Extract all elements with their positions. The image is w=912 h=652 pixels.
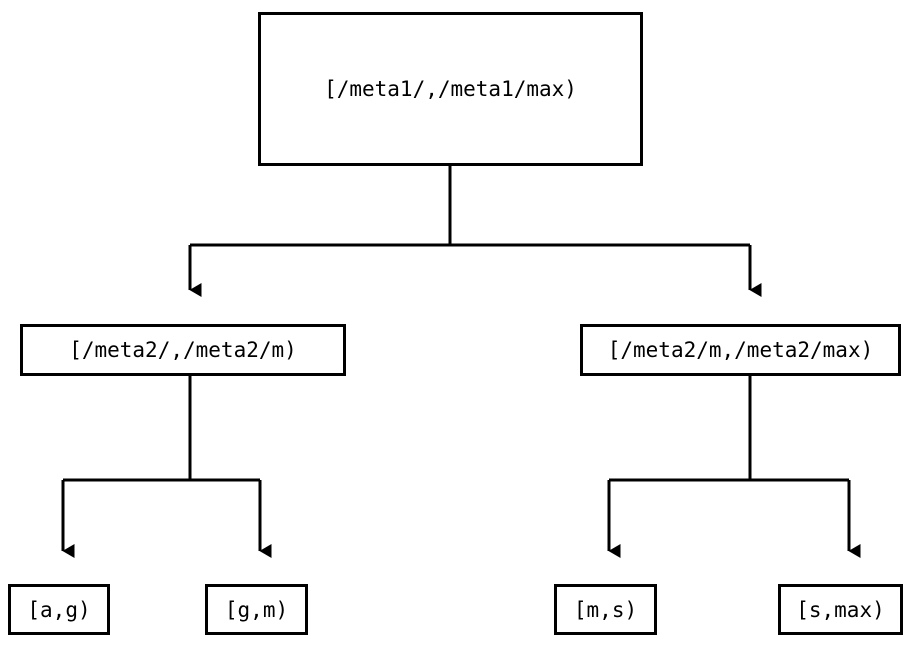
tree-node-leaf-s-max[interactable]: [s,max) <box>778 584 903 635</box>
tree-node-mid-right-label: [/meta2/m,/meta2/max) <box>607 338 874 362</box>
tree-node-mid-right[interactable]: [/meta2/m,/meta2/max) <box>580 324 901 376</box>
edge-mid-left-bus <box>63 376 260 482</box>
tree-node-mid-left[interactable]: [/meta2/,/meta2/m) <box>20 324 346 376</box>
tree-node-leaf-m-s-label: [m,s) <box>573 597 638 622</box>
tree-node-root-label: [/meta1/,/meta1/max) <box>324 77 577 101</box>
tree-node-leaf-s-max-label: [s,max) <box>796 597 885 622</box>
edge-mid-right-bus <box>609 376 849 482</box>
tree-node-leaf-g-m[interactable]: [g,m) <box>205 584 308 635</box>
tree-node-root[interactable]: [/meta1/,/meta1/max) <box>258 12 643 166</box>
tree-node-leaf-m-s[interactable]: [m,s) <box>554 584 657 635</box>
tree-node-leaf-g-m-label: [g,m) <box>224 597 289 622</box>
tree-node-leaf-a-g[interactable]: [a,g) <box>8 584 110 635</box>
edge-root-bus <box>190 166 750 247</box>
tree-node-mid-left-label: [/meta2/,/meta2/m) <box>69 338 297 362</box>
tree-node-leaf-a-g-label: [a,g) <box>27 597 91 622</box>
